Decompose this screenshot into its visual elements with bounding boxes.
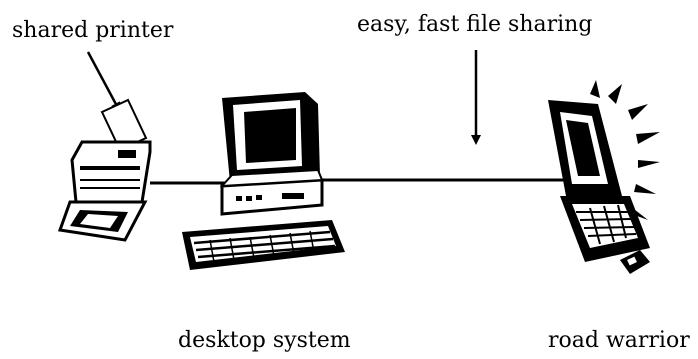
laptop-icon bbox=[548, 80, 660, 274]
desktop-system-label: desktop system bbox=[178, 328, 351, 353]
shared-printer-label: shared printer bbox=[12, 18, 174, 43]
printer-icon bbox=[57, 98, 152, 242]
file-sharing-label: easy, fast file sharing bbox=[357, 12, 593, 37]
road-warrior-label: road warrior bbox=[548, 328, 690, 353]
arrow-printer-label bbox=[86, 51, 121, 113]
desktop-computer-icon bbox=[182, 92, 345, 270]
